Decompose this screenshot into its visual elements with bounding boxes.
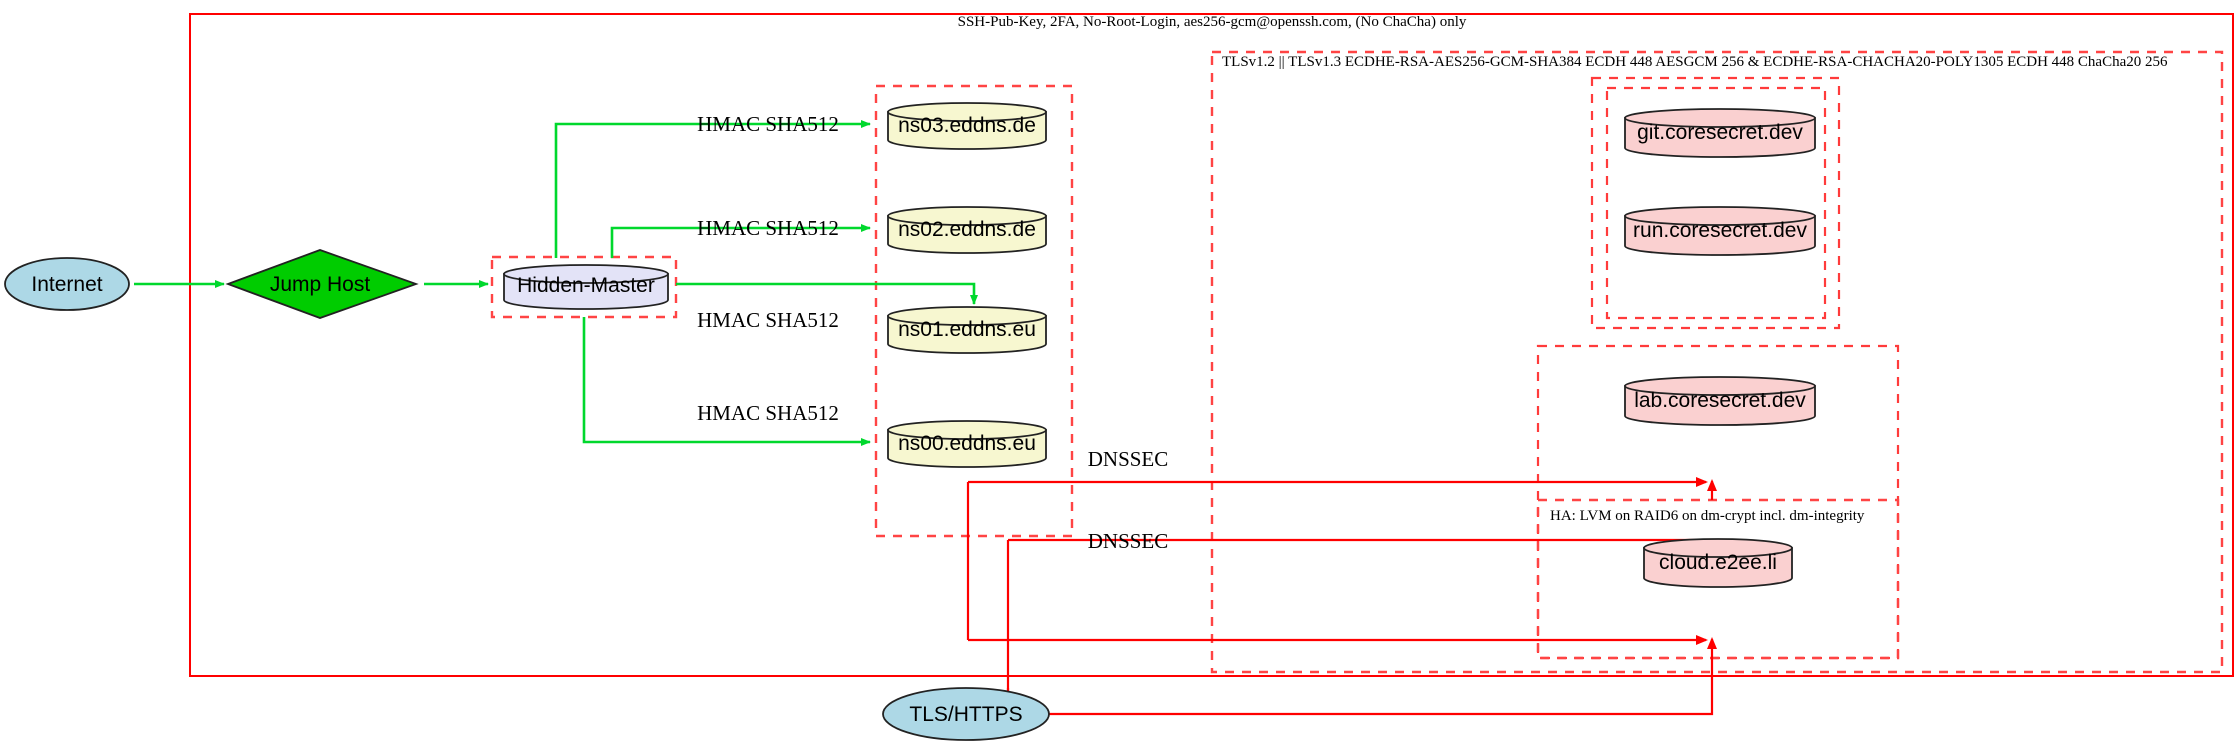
edge-hiddenmaster-to-ns02 [610,224,871,258]
node-ns01[interactable]: ns01.eddns.eu [887,306,1047,354]
node-internet-label: Internet [31,273,102,296]
node-tls-https[interactable]: TLS/HTTPS [882,687,1050,741]
coresecret-inner-cluster [1605,86,1827,320]
node-run-coresecret-label: run.coresecret.dev [1633,219,1807,242]
coresecret-cluster [1590,76,1841,330]
edge-tls-node-right [1049,666,1714,716]
tls-cluster-label: TLSv1.2 || TLSv1.3 ECDHE-RSA-AES256-GCM-… [1222,54,2168,70]
ssh-boundary-cluster [189,13,2234,677]
node-jump-host[interactable]: Jump Host [225,249,419,319]
edge-label-hmac-ns03: HMAC SHA512 [697,112,839,136]
edge-label-hmac-ns01: HMAC SHA512 [697,308,839,332]
ssh-cluster-label: SSH-Pub-Key, 2FA, No-Root-Login, aes256-… [958,14,1467,30]
node-ns02[interactable]: ns02.eddns.de [887,206,1047,254]
node-ns02-label: ns02.eddns.de [898,218,1036,241]
node-cloud-e2ee-label: cloud.e2ee.li [1659,551,1777,574]
ha-cluster [1536,498,1900,660]
node-jump-host-label: Jump Host [270,273,371,296]
edge-label-dnssec-lower: DNSSEC [1088,529,1169,553]
edge-hiddenmaster-to-ns03 [554,120,871,258]
node-lab-coresecret[interactable]: lab.coresecret.dev [1624,376,1816,426]
node-internet[interactable]: Internet [4,257,130,311]
edge-label-dnssec-upper: DNSSEC [1088,447,1169,471]
node-ns00[interactable]: ns00.eddns.eu [887,420,1047,468]
node-hidden-master[interactable]: Hidden-Master [503,264,669,310]
edge-label-hmac-ns00: HMAC SHA512 [697,401,839,425]
node-ns03-label: ns03.eddns.de [898,114,1036,137]
node-tls-https-label: TLS/HTTPS [909,703,1022,726]
ha-cluster-label: HA: LVM on RAID6 on dm-crypt incl. dm-in… [1550,508,1865,524]
node-lab-coresecret-label: lab.coresecret.dev [1634,389,1806,412]
node-ns03[interactable]: ns03.eddns.de [887,102,1047,150]
hidden-master-cluster [490,255,678,319]
node-run-coresecret[interactable]: run.coresecret.dev [1624,206,1816,256]
node-git-coresecret-label: git.coresecret.dev [1637,121,1803,144]
edge-hiddenmaster-to-ns01 [676,282,978,305]
node-ns01-label: ns01.eddns.eu [898,318,1036,341]
node-git-coresecret[interactable]: git.coresecret.dev [1624,108,1816,158]
node-ns00-label: ns00.eddns.eu [898,432,1036,455]
node-cloud-e2ee[interactable]: cloud.e2ee.li [1643,538,1793,588]
edge-label-hmac-ns02: HMAC SHA512 [697,216,839,240]
edge-hiddenmaster-to-ns00 [582,317,871,446]
tls-cluster [1210,50,2224,674]
node-hidden-master-label: Hidden-Master [517,274,655,297]
